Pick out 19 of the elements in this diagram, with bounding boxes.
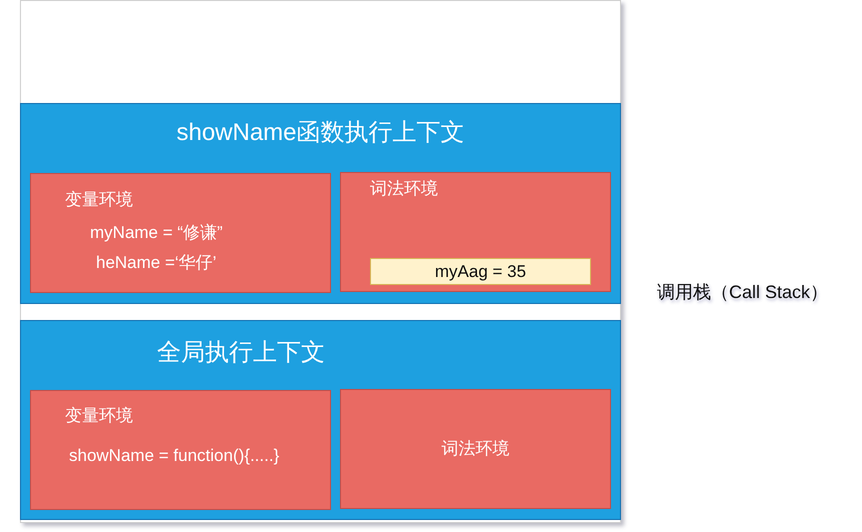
environment-title: 词法环境 [442, 438, 510, 460]
execution-context-panel [20, 103, 621, 304]
variable-assignment: heName =‘华仔’ [96, 253, 216, 274]
lexical-environment-box [340, 172, 611, 292]
environment-title: 词法环境 [370, 179, 438, 200]
environment-title: 变量环境 [65, 190, 133, 210]
environment-title: 变量环境 [65, 406, 133, 426]
variable-assignment: myAag = 35 [434, 261, 526, 282]
execution-context-panel [20, 320, 621, 520]
call-stack-box [20, 0, 621, 523]
variable-binding-box [370, 258, 591, 285]
variable-assignment: myName = “修谦” [90, 223, 223, 244]
lexical-environment-box [340, 389, 611, 509]
context-title: showName函数执行上下文 [176, 119, 465, 148]
variable-environment-box [30, 173, 331, 293]
variable-environment-box [30, 390, 331, 510]
variable-assignment: showName = function(){.....} [69, 446, 280, 466]
stack-label: 调用栈（Call Stack） [657, 282, 828, 304]
context-title: 全局执行上下文 [157, 339, 325, 368]
